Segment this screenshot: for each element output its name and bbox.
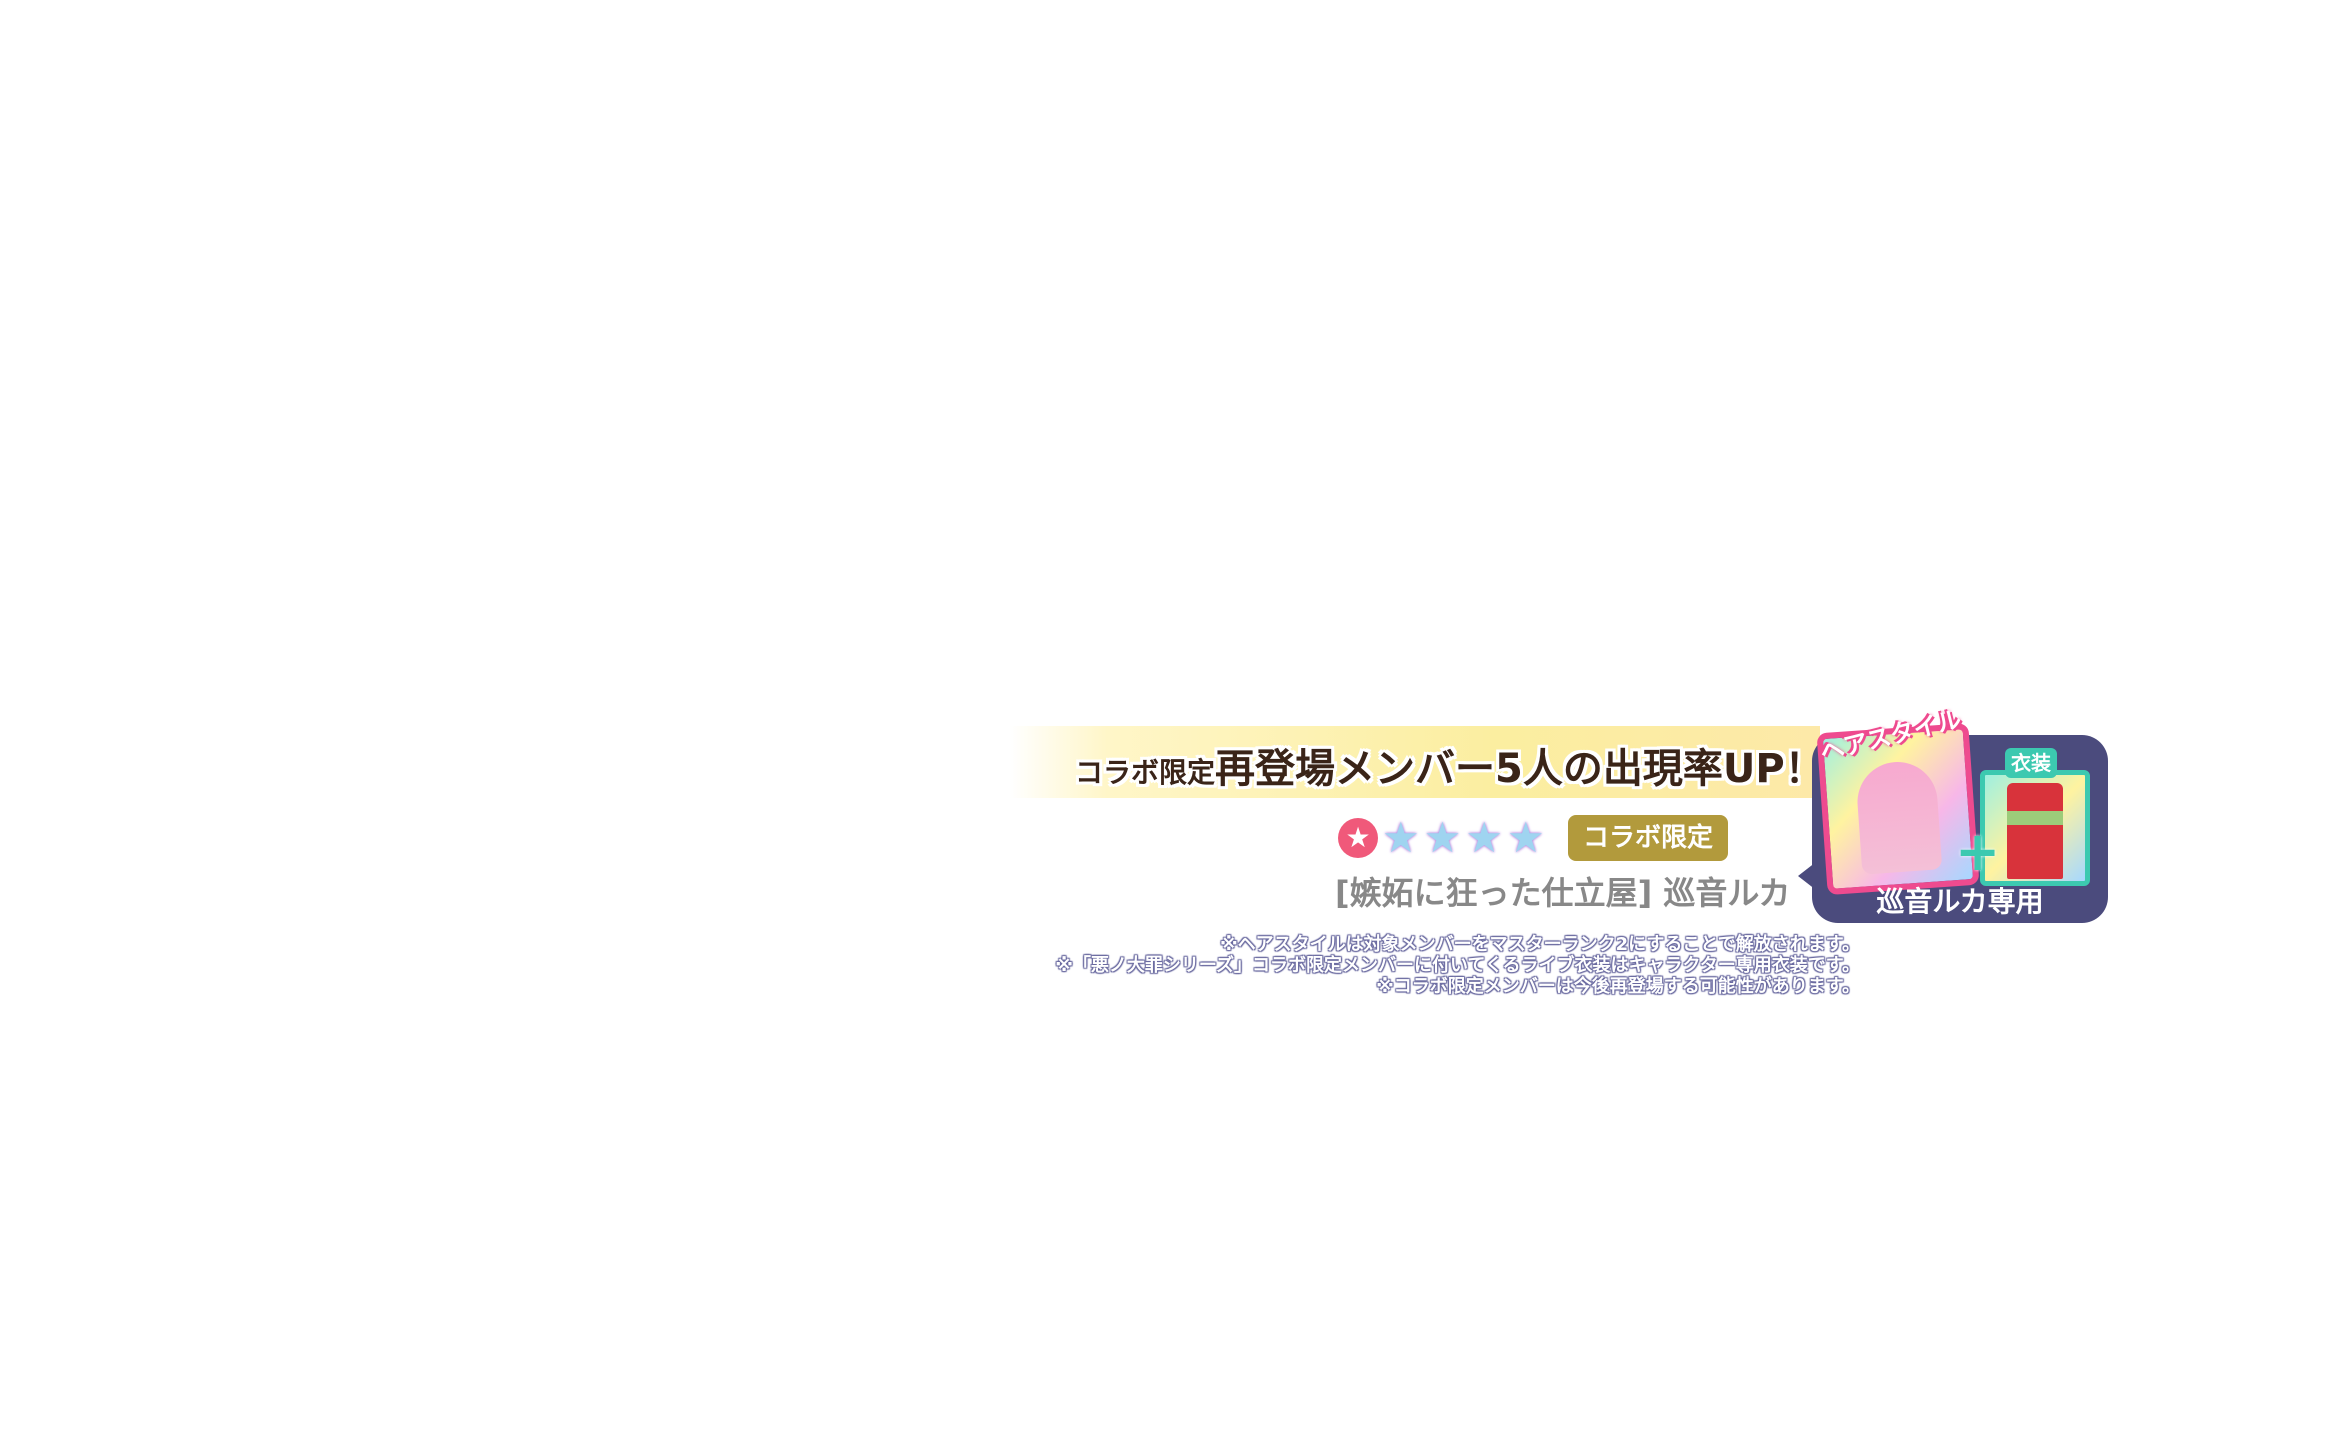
costume-image [1980, 770, 2090, 886]
headline-banner [1010, 726, 1820, 798]
character-portrait [1854, 759, 1943, 875]
pink-star-icon: ★ [1338, 818, 1378, 858]
reward-label: 巡音ルカ専用 [1876, 885, 2044, 918]
star-icon: ★ [1465, 813, 1503, 862]
plus-icon: + [1955, 820, 2001, 883]
headline-prefix: コラボ限定 [1075, 756, 1216, 789]
obi-shape [2007, 811, 2063, 825]
kimono-shape [2007, 783, 2063, 879]
note-line: ※「悪ノ大罪シリーズ」コラボ限定メンバーに付いてくるライブ衣装はキャラクター専用… [1055, 955, 1860, 976]
costume-tag: 衣装 [2005, 748, 2057, 778]
headline-text: 再登場メンバー5人の出現率UP！ [1215, 746, 1825, 792]
star-icon: ★ [1382, 813, 1420, 862]
collab-limited-badge: コラボ限定 [1568, 815, 1728, 861]
star-icon: ★ [1506, 813, 1545, 862]
star-icon: ★ [1423, 813, 1462, 862]
note-line: ※ヘアスタイルは対象メンバーをマスターランク2にすることで解放されます。 [1220, 934, 1860, 955]
note-line: ※コラボ限定メンバーは今後再登場する可能性があります。 [1376, 976, 1860, 997]
reward-card-tail [1798, 862, 1816, 890]
rarity-stars: ★ ★ ★ ★ ★ [1338, 816, 1545, 860]
notes: ※ヘアスタイルは対象メンバーをマスターランク2にすることで解放されます。 ※「悪… [1055, 934, 1860, 997]
member-name: [嫉妬に狂った仕立屋] 巡音ルカ [1335, 874, 1791, 912]
headline-title: コラボ限定再登場メンバー5人の出現率UP！ [1075, 736, 1825, 794]
